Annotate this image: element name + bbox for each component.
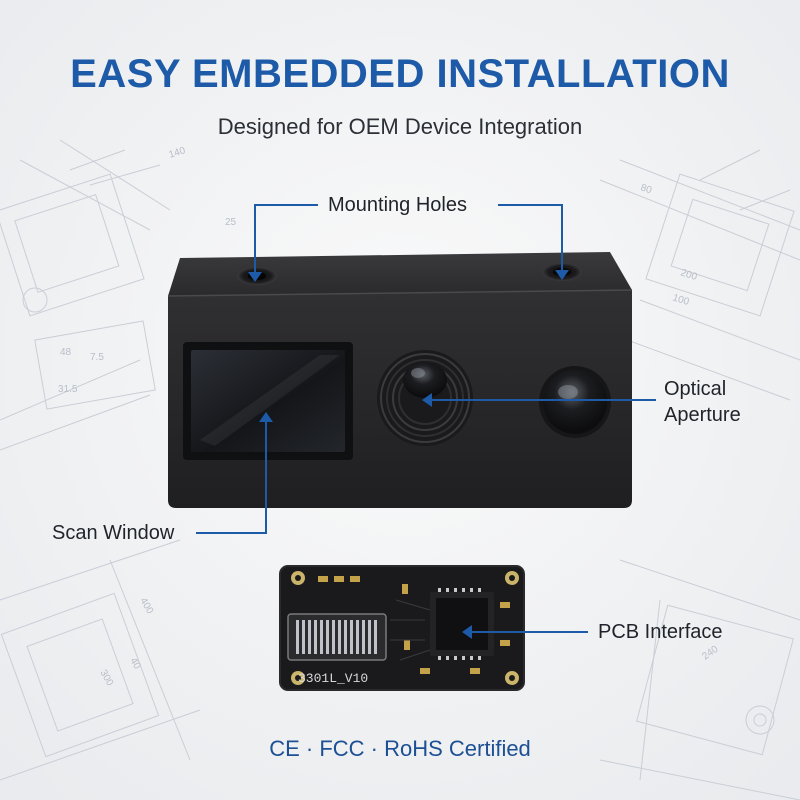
optical-aperture-label-line2: Aperture bbox=[664, 404, 741, 426]
optical-aperture-label-line1: Optical bbox=[664, 378, 727, 400]
page-subtitle: Designed for OEM Device Integration bbox=[217, 114, 583, 139]
dim-label: 200 bbox=[679, 267, 699, 283]
certifications-line: CE · FCC · RoHS Certified bbox=[269, 736, 531, 761]
dim-label: 48 bbox=[60, 347, 72, 358]
dim-label: 31.5 bbox=[58, 384, 78, 395]
mounting-holes-callout: Mounting Holes bbox=[328, 194, 467, 216]
optical-aperture-callout: Optical Aperture bbox=[664, 376, 741, 428]
dim-label: 7.5 bbox=[90, 352, 104, 363]
dim-label: 40 bbox=[127, 656, 142, 672]
pcb-interface-callout: PCB Interface bbox=[598, 621, 723, 643]
dim-label: 80 bbox=[639, 182, 653, 196]
dim-label: 25 bbox=[225, 217, 237, 228]
dim-label: 100 bbox=[671, 292, 691, 308]
scan-window-callout: Scan Window bbox=[52, 522, 175, 544]
page-title: EASY EMBEDDED INSTALLATION bbox=[70, 52, 730, 96]
dim-label: 140 bbox=[168, 145, 188, 161]
